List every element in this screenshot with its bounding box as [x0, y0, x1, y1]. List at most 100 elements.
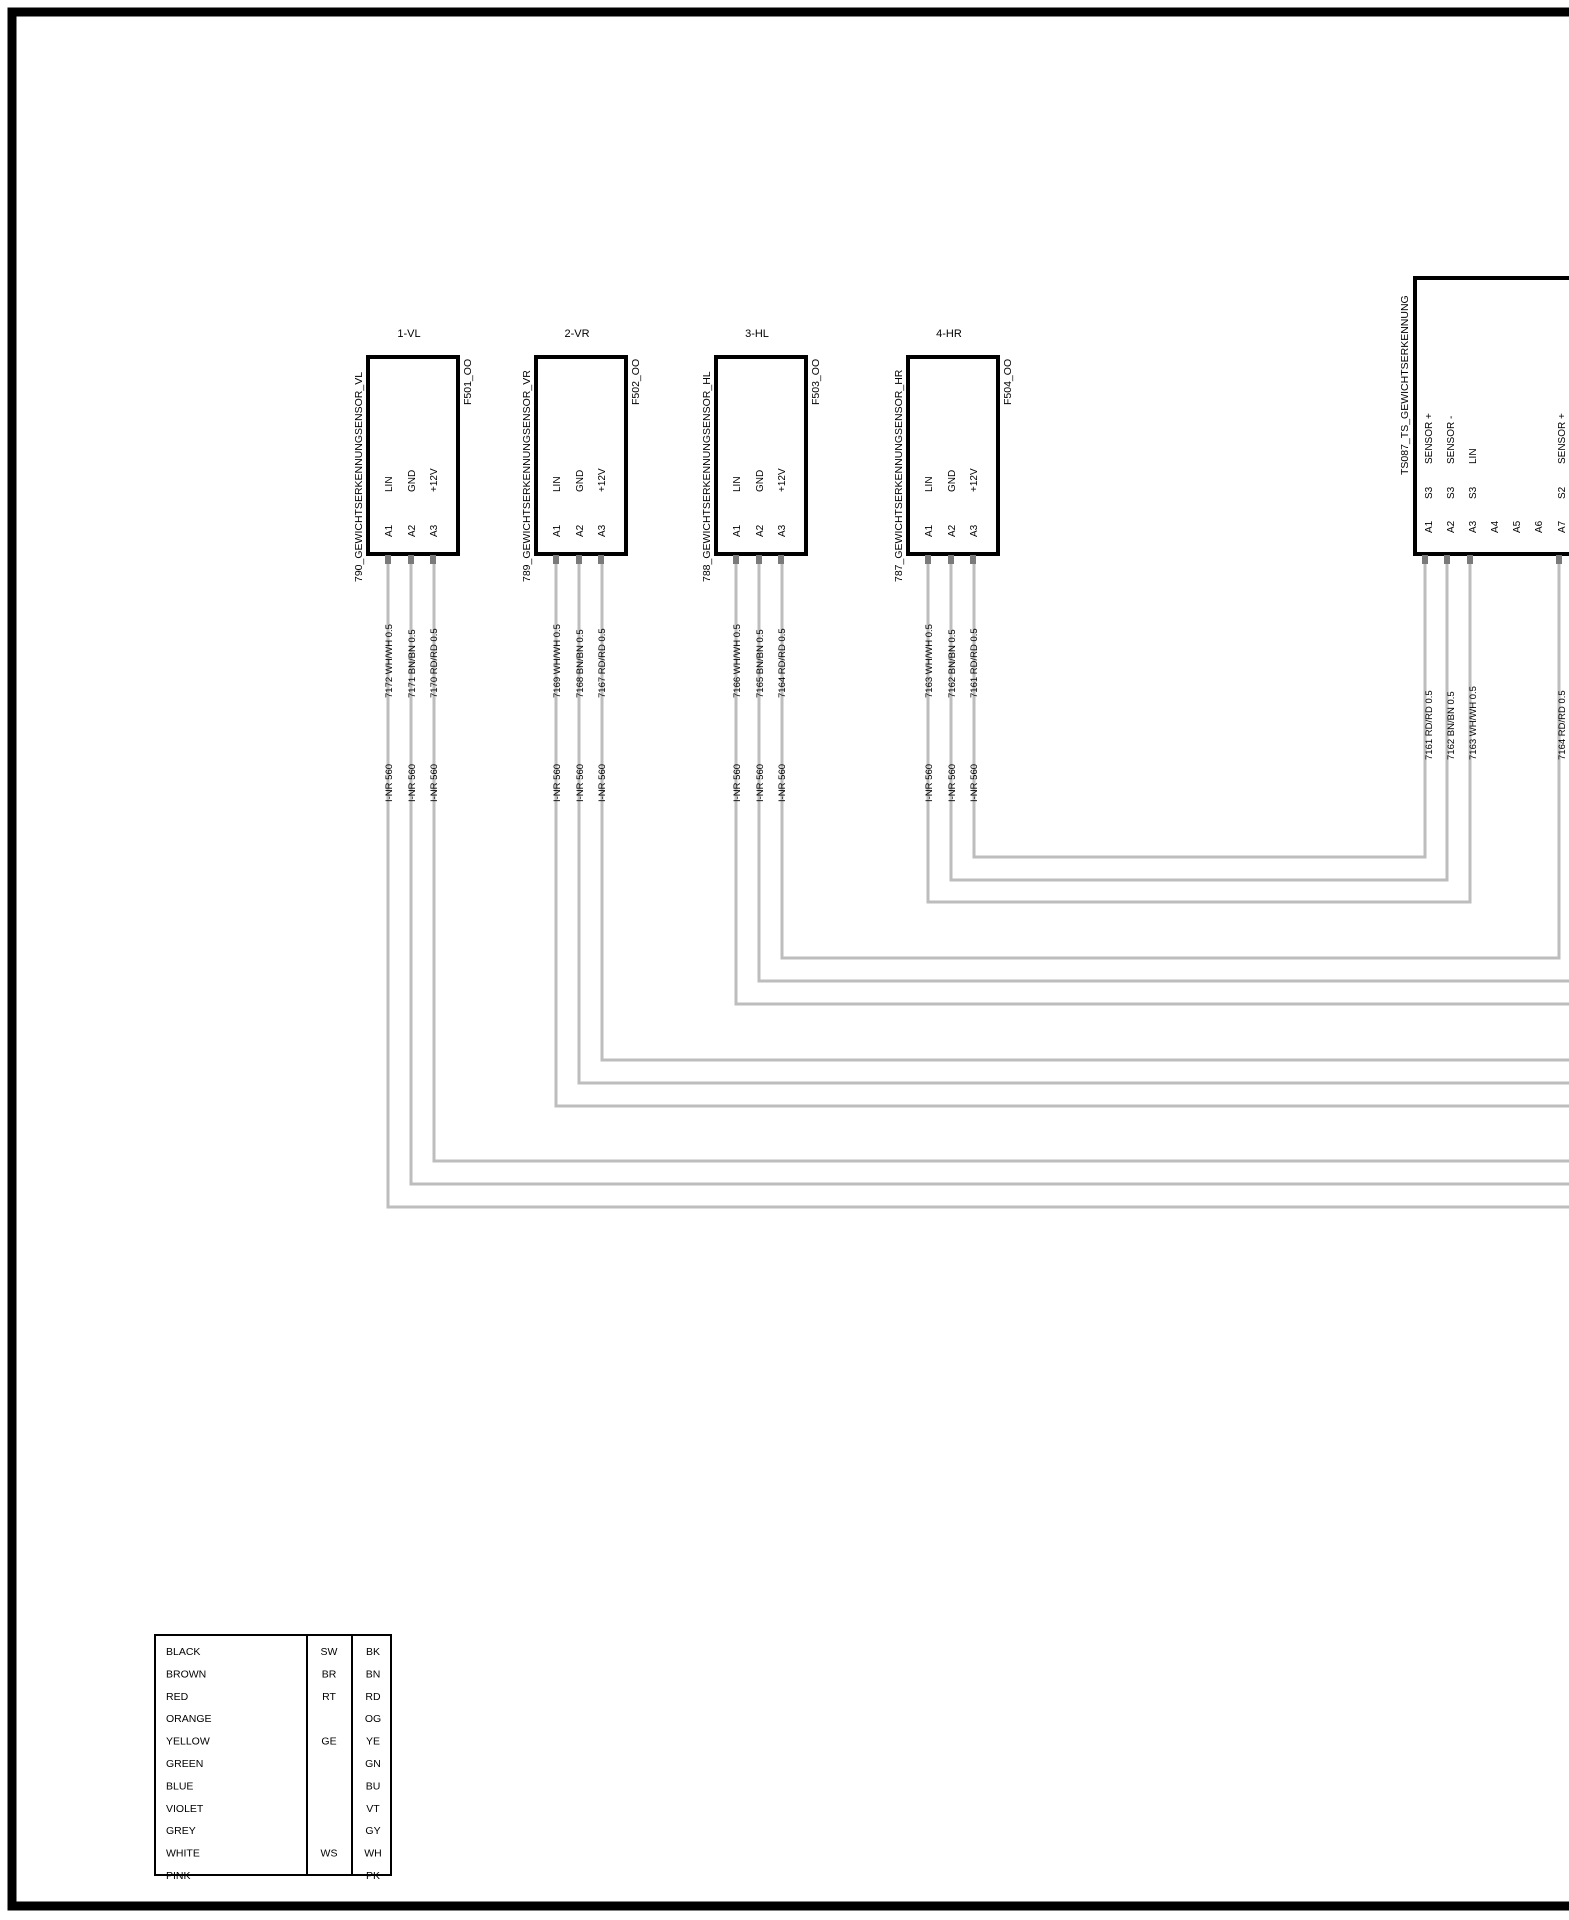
sensor-vr[interactable]: 2-VR 789_GEWICHTSERKENNUNGSENSOR_VR F502…	[521, 328, 642, 802]
pin-terminal[interactable]	[778, 555, 784, 564]
legend-color-name: BROWN	[166, 1668, 206, 1680]
legend-color-code: WH	[364, 1848, 382, 1860]
pin-number-label: A2	[575, 524, 586, 537]
legend-color-name: BLACK	[166, 1646, 200, 1658]
connector-label: I-NR 560	[575, 764, 586, 802]
wire-7162	[949, 560, 1449, 882]
controller-pin-label: A6	[1534, 520, 1545, 533]
pin-signal-label: LIN	[732, 476, 743, 492]
wire-routes	[386, 560, 1569, 1209]
connector-label: I-NR 560	[969, 764, 980, 802]
legend-color-german: BR	[322, 1668, 337, 1680]
wire-spec-label: 7164 RD/RD 0.5	[777, 628, 788, 698]
pin-signal-label: LIN	[552, 476, 563, 492]
pin-signal-label: +12V	[597, 468, 608, 492]
controller-pin-label: A2	[1446, 520, 1457, 533]
sensor-vl[interactable]: 1-VL 790_GEWICHTSERKENNUNGSENSOR_VL F501…	[353, 328, 474, 802]
pin-signal-label: LIN	[384, 476, 395, 492]
sensor-fuse-label: F504_OO	[1002, 359, 1014, 405]
sensor-hr[interactable]: 4-HR 787_GEWICHTSERKENNUNGSENSOR_HR F504…	[893, 328, 1014, 802]
pin-terminal[interactable]	[970, 555, 976, 564]
legend-color-name: YELLOW	[166, 1736, 210, 1748]
legend-color-code: GN	[365, 1758, 381, 1770]
wire-7170	[432, 560, 1569, 1163]
sensor-fuse-label: F501_OO	[462, 359, 474, 405]
sensor-position-label: 4-HR	[936, 328, 962, 340]
pin-signal-label: GND	[755, 470, 766, 492]
pin-terminal[interactable]	[576, 555, 582, 564]
connector-label: I-NR 560	[597, 764, 608, 802]
legend-color-code: BU	[366, 1780, 381, 1792]
sensor-position-label: 2-VR	[564, 328, 589, 340]
legend-color-code: OG	[365, 1713, 381, 1725]
legend-color-german: SW	[321, 1646, 338, 1658]
connector-label: I-NR 560	[429, 764, 440, 802]
controller-pin-terminal[interactable]	[1444, 555, 1450, 564]
sensor-box	[714, 355, 808, 556]
wire-spec-label: 7164 RD/RD 0.5	[1557, 690, 1568, 760]
sensor-hl[interactable]: 3-HL 788_GEWICHTSERKENNUNGSENSOR_HL F503…	[701, 328, 822, 802]
wire-spec-label: 7163 WH/WH 0.5	[1468, 686, 1479, 760]
controller-pin-label: A7	[1557, 520, 1568, 533]
controller-pin-terminal[interactable]	[1422, 555, 1428, 564]
controller-id: TS087_TS_GEWICHTSERKENNUNG	[1399, 295, 1411, 475]
wire-7163	[926, 560, 1472, 904]
pin-signal-label: LIN	[924, 476, 935, 492]
connector-label: I-NR 560	[732, 764, 743, 802]
controller-group-label: S3	[1468, 486, 1479, 499]
pin-signal-label: +12V	[777, 468, 788, 492]
sensor-box	[366, 355, 460, 556]
wire-spec-label: 7163 WH/WH 0.5	[924, 624, 935, 698]
legend-frame	[154, 1634, 392, 1876]
pin-terminal[interactable]	[430, 555, 436, 564]
connector-label: I-NR 560	[384, 764, 395, 802]
pin-number-label: A1	[384, 524, 395, 537]
legend-color-name: GREY	[166, 1825, 196, 1837]
pin-signal-label: GND	[575, 470, 586, 492]
sensor-box	[534, 355, 628, 556]
pin-terminal[interactable]	[756, 555, 762, 564]
wire-spec-label: 7162 BN/BN 0.5	[1446, 691, 1457, 760]
legend-color-name: PINK	[166, 1870, 191, 1882]
sensor-group: 1-VL 790_GEWICHTSERKENNUNGSENSOR_VL F501…	[353, 328, 1014, 802]
sensor-box	[906, 355, 1000, 556]
pin-terminal[interactable]	[553, 555, 559, 564]
wire-7171	[409, 560, 1569, 1186]
pin-terminal[interactable]	[925, 555, 931, 564]
legend-color-code: PK	[366, 1870, 380, 1882]
legend-color-code: VT	[366, 1803, 380, 1815]
pin-terminal[interactable]	[733, 555, 739, 564]
pin-number-label: A2	[947, 524, 958, 537]
legend-color-german: RT	[322, 1691, 336, 1703]
wire-7165	[757, 560, 1569, 983]
legend-color-name: VIOLET	[166, 1803, 204, 1815]
controller-group-label: S3	[1424, 486, 1435, 499]
wire-spec-label: 7166 WH/WH 0.5	[732, 624, 743, 698]
controller-signal-label: LIN	[1468, 448, 1479, 464]
pin-terminal[interactable]	[598, 555, 604, 564]
wire-spec-label: 7161 RD/RD 0.5	[969, 628, 980, 698]
controller-unit[interactable]: TS087_TS_GEWICHTSERKENNUNG SENSOR + SENS…	[1399, 276, 1569, 760]
connector-label: I-NR 560	[755, 764, 766, 802]
wire-7168	[577, 560, 1569, 1085]
controller-signal-label: SENSOR -	[1446, 416, 1457, 464]
wire-spec-label: 7162 BN/BN 0.5	[947, 629, 958, 698]
controller-pin-terminal[interactable]	[1467, 555, 1473, 564]
wire-spec-label: 7168 BN/BN 0.5	[575, 629, 586, 698]
controller-pin-terminal[interactable]	[1556, 555, 1562, 564]
wire-7166	[734, 560, 1569, 1006]
sensor-position-label: 1-VL	[397, 328, 420, 340]
legend-color-code: BN	[366, 1668, 381, 1680]
legend-color-code: RD	[365, 1691, 381, 1703]
pin-terminal[interactable]	[408, 555, 414, 564]
pin-terminal[interactable]	[385, 555, 391, 564]
connector-label: I-NR 560	[407, 764, 418, 802]
wire-spec-label: 7170 RD/RD 0.5	[429, 628, 440, 698]
pin-number-label: A1	[732, 524, 743, 537]
wire-7169	[554, 560, 1569, 1108]
pin-terminal[interactable]	[948, 555, 954, 564]
pin-number-label: A2	[407, 524, 418, 537]
